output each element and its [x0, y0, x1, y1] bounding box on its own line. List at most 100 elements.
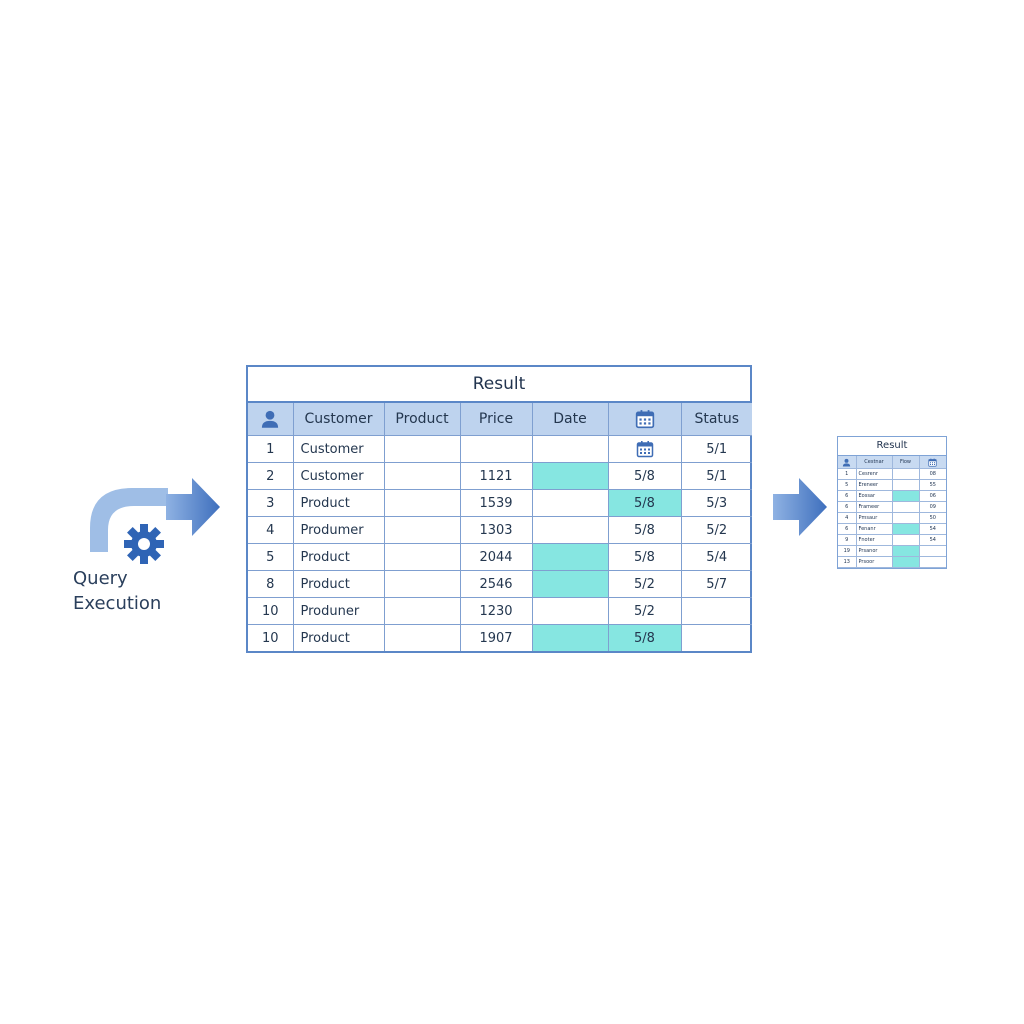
cell-value: Eossar	[858, 493, 876, 499]
table-cell: Product	[292, 570, 385, 598]
calendar-icon	[928, 458, 937, 467]
table-cell	[607, 435, 682, 463]
cell-value: 5/8	[634, 549, 655, 565]
cell-value: Ereneer	[858, 482, 879, 488]
cell-value: 5/1	[706, 441, 728, 457]
mini-header-label: Fiow	[899, 459, 912, 465]
table-cell	[383, 435, 461, 463]
cell-value: 13	[843, 559, 850, 565]
cell-value: 08	[929, 471, 936, 477]
cell-value: 1230	[479, 603, 513, 619]
table-cell	[891, 490, 920, 502]
cell-value: Product	[300, 549, 350, 565]
cell-value: Product	[300, 576, 350, 592]
table-cell: 5/8	[607, 489, 682, 517]
table-cell	[680, 597, 752, 625]
cell-value: 4	[266, 522, 275, 538]
mini-header-cell: Cestnar	[855, 456, 893, 469]
table-cell: Fenanr	[855, 523, 893, 535]
table-cell: 1121	[459, 462, 533, 490]
cell-value: 09	[929, 504, 936, 510]
table-cell: 6	[838, 501, 857, 513]
table-cell: 1907	[459, 624, 533, 651]
cell-value: 5/4	[706, 549, 728, 565]
user-icon	[843, 458, 851, 466]
table-cell: 6	[838, 523, 857, 535]
table-cell: 5	[838, 479, 857, 491]
table-cell: Product	[292, 543, 385, 571]
cell-value: 10	[261, 603, 279, 619]
cell-value: 1539	[479, 495, 513, 511]
cell-value: Frameer	[858, 504, 880, 510]
cell-value: 55	[929, 482, 936, 488]
cell-value: Customer	[300, 468, 364, 484]
table-cell: Customer	[292, 462, 385, 490]
cell-value: 5/2	[706, 522, 728, 538]
mini-result-title: Result	[838, 437, 946, 456]
cell-value: 5	[845, 482, 849, 488]
arrow-right-icon	[166, 478, 220, 536]
table-cell: 5/3	[680, 489, 752, 517]
cell-value: Produmer	[300, 522, 364, 538]
cell-value: 06	[929, 493, 936, 499]
cell-value: 5/8	[634, 630, 655, 646]
mini-header-cell	[838, 456, 857, 469]
table-cell	[531, 462, 609, 490]
table-cell: 55	[918, 479, 946, 491]
table-cell: 5/1	[680, 435, 752, 463]
main-header-label: Customer	[304, 411, 373, 427]
cell-value: 9	[845, 537, 849, 543]
table-cell	[531, 516, 609, 544]
table-cell: 19	[838, 545, 857, 557]
cell-value: Product	[300, 630, 350, 646]
table-cell: 10	[248, 597, 294, 625]
table-cell: 5/8	[607, 624, 682, 651]
cell-value: 10	[261, 630, 279, 646]
table-row: 10 Product 1907 5/8	[248, 624, 752, 651]
cell-value: 1303	[479, 522, 513, 538]
calendar-icon	[636, 441, 653, 458]
table-cell: 3	[248, 489, 294, 517]
table-cell: 5/4	[680, 543, 752, 571]
table-cell: Produner	[292, 597, 385, 625]
table-cell: Customer	[292, 435, 385, 463]
mini-header-label: Cestnar	[864, 459, 884, 465]
table-cell: 54	[918, 523, 946, 535]
table-cell: Fnoter	[855, 534, 893, 546]
table-cell: 5	[248, 543, 294, 571]
table-cell: 5/8	[607, 516, 682, 544]
cell-value: 2	[266, 468, 275, 484]
table-cell: 1303	[459, 516, 533, 544]
table-cell: 5/8	[607, 543, 682, 571]
table-cell: 5/1	[680, 462, 752, 490]
table-cell	[383, 462, 461, 490]
result-title: Result	[248, 367, 750, 403]
mini-header-cell: Fiow	[891, 456, 920, 469]
table-cell: 10	[248, 624, 294, 651]
table-cell: Product	[292, 489, 385, 517]
main-header-cell	[248, 403, 294, 436]
cell-value: 6	[845, 504, 849, 510]
main-header-cell	[607, 403, 682, 436]
cell-value: Product	[300, 495, 350, 511]
table-cell: 54	[918, 534, 946, 546]
table-cell	[531, 570, 609, 598]
table-cell: 09	[918, 501, 946, 513]
user-icon	[262, 410, 279, 428]
table-cell	[891, 545, 920, 557]
table-cell	[918, 545, 946, 557]
cell-value: 19	[843, 548, 850, 554]
calendar-icon	[635, 410, 654, 429]
table-cell: 5/8	[607, 462, 682, 490]
table-cell: Prsanor	[855, 545, 893, 557]
